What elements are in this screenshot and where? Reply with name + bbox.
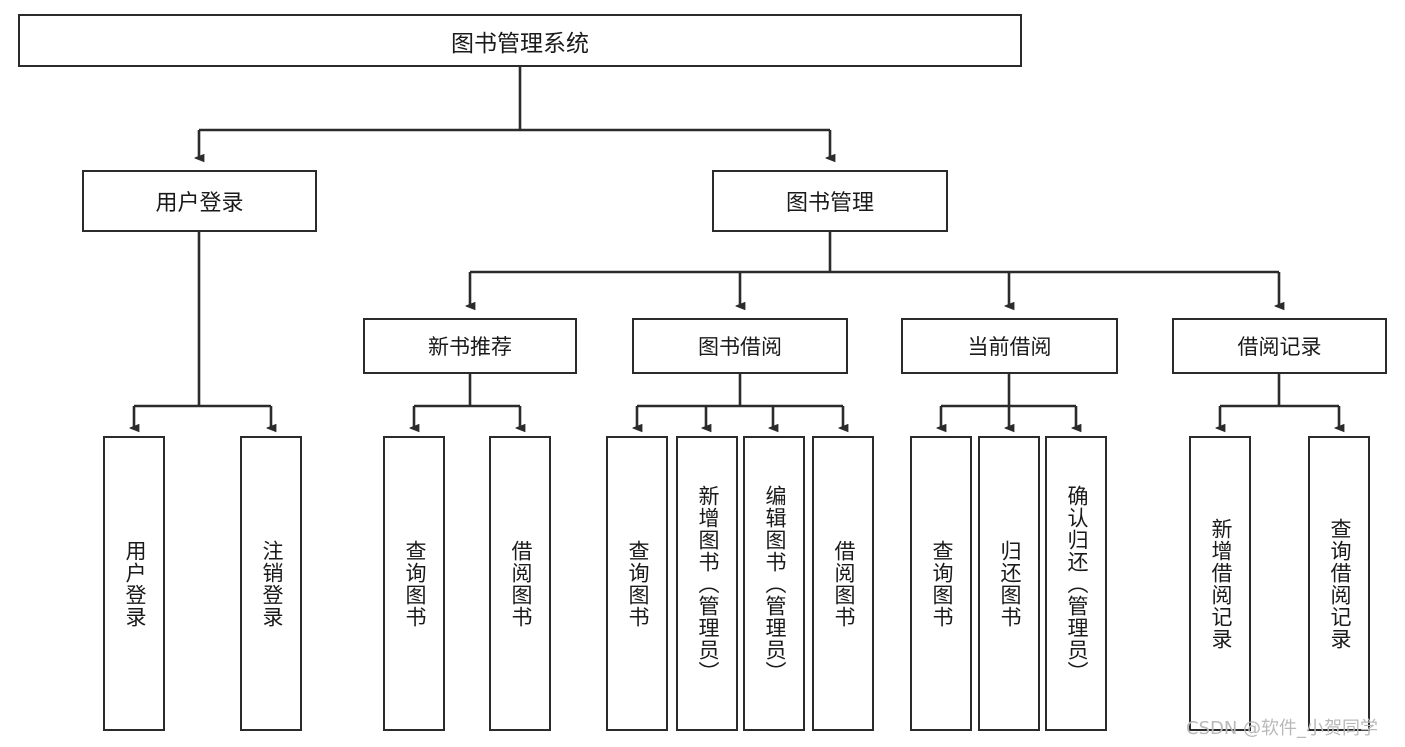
leaf-confirm-return-admin[interactable]: 确认归还（管理员） [1045, 436, 1107, 731]
leaf-query-borrow-record[interactable]: 查询借阅记录 [1308, 436, 1370, 731]
leaf-label: 查询借阅记录 [1327, 517, 1352, 650]
leaf-query-book-current[interactable]: 查询图书 [910, 436, 972, 731]
leaf-label: 注销登录 [259, 539, 284, 628]
leaf-query-book-recommend[interactable]: 查询图书 [383, 436, 445, 731]
node-current-borrow[interactable]: 当前借阅 [901, 318, 1118, 374]
node-new-book-recommend[interactable]: 新书推荐 [363, 318, 577, 374]
leaf-label: 确认归还（管理员） [1064, 484, 1089, 683]
leaf-borrow-book-recommend[interactable]: 借阅图书 [489, 436, 551, 731]
leaf-label: 查询图书 [929, 539, 954, 628]
leaf-label: 归还图书 [997, 539, 1022, 628]
leaf-query-book-borrow[interactable]: 查询图书 [606, 436, 668, 731]
leaf-logout[interactable]: 注销登录 [240, 436, 302, 731]
leaf-edit-book-admin[interactable]: 编辑图书（管理员） [743, 436, 805, 731]
leaf-label: 新增借阅记录 [1208, 517, 1233, 650]
leaf-borrow-book[interactable]: 借阅图书 [812, 436, 874, 731]
node-book-management[interactable]: 图书管理 [712, 170, 948, 232]
leaf-add-book-admin[interactable]: 新增图书（管理员） [676, 436, 738, 731]
node-book-borrow[interactable]: 图书借阅 [632, 318, 848, 374]
node-borrow-record[interactable]: 借阅记录 [1172, 318, 1387, 374]
leaf-label: 用户登录 [122, 539, 147, 628]
leaf-return-book[interactable]: 归还图书 [978, 436, 1040, 731]
leaf-label: 借阅图书 [831, 539, 856, 628]
leaf-user-login[interactable]: 用户登录 [103, 436, 165, 731]
leaf-label: 查询图书 [402, 539, 427, 628]
csdn-watermark: CSDN @软件_小贺同学 [1186, 718, 1379, 739]
leaf-add-borrow-record[interactable]: 新增借阅记录 [1189, 436, 1251, 731]
node-user-login[interactable]: 用户登录 [82, 170, 317, 232]
leaf-label: 查询图书 [625, 539, 650, 628]
leaf-label: 新增图书（管理员） [695, 484, 720, 683]
leaf-label: 编辑图书（管理员） [762, 484, 787, 683]
leaf-label: 借阅图书 [508, 539, 533, 628]
node-root-system[interactable]: 图书管理系统 [18, 14, 1022, 67]
